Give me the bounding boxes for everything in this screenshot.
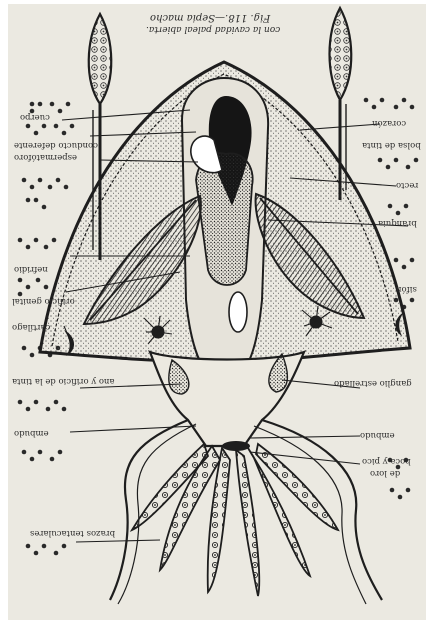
arms: [132, 444, 338, 596]
label-espermatoforo: espermatóforo: [14, 152, 77, 162]
label-boca: boca y pico: [362, 456, 411, 466]
label-ano: ano y orificio de la tinta: [12, 376, 115, 386]
label-bolsa-tinta: bolsa de tinta: [362, 140, 421, 150]
label-sifon: sifón: [396, 284, 417, 294]
label-embudo-left: embudo: [14, 428, 49, 438]
label-de-loro: de loro: [370, 468, 400, 478]
figure-caption-line2: con la cavidad paleal abierta.: [146, 24, 280, 34]
label-cartilago: cartílago: [12, 322, 50, 332]
label-branquia: branquia: [378, 218, 417, 228]
label-orificio-genital: orificio genital: [12, 296, 75, 306]
label-corazon: corazón: [372, 118, 406, 128]
figure-caption-line1: Fig. 118.—Sepia macho: [150, 12, 270, 22]
label-nefridio: nefridio: [14, 264, 48, 274]
label-ganglio-estrellado: ganglio estrellado: [334, 378, 412, 388]
label-brazos: brazos tentaculares: [30, 528, 115, 538]
label-recto: recto: [396, 180, 418, 190]
label-embudo: embudo: [360, 430, 395, 440]
label-cuerpo: cuerpo: [20, 112, 50, 122]
label-conducto-deferente: conducto deferente: [14, 140, 98, 150]
